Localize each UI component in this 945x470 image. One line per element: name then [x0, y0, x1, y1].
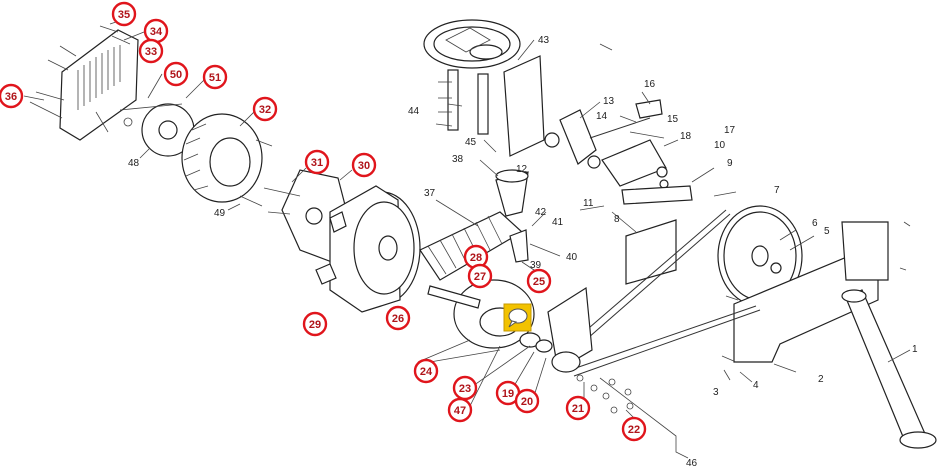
- label-41: 41: [552, 217, 564, 228]
- label-46: 46: [686, 458, 698, 469]
- svg-text:22: 22: [628, 424, 640, 436]
- label-40: 40: [566, 252, 578, 263]
- circled-callouts: 35 34 33 50 51 36 32 31 30 28 27 25 29 2…: [0, 1, 647, 442]
- label-43: 43: [538, 35, 550, 46]
- callout-23: 23: [452, 375, 478, 401]
- label-38: 38: [452, 154, 464, 165]
- svg-text:31: 31: [311, 157, 323, 169]
- label-37: 37: [424, 188, 436, 199]
- svg-text:19: 19: [502, 388, 514, 400]
- label-14: 14: [596, 111, 608, 122]
- callout-33: 33: [138, 38, 164, 64]
- svg-text:30: 30: [358, 160, 370, 172]
- label-2: 2: [818, 374, 824, 385]
- label-49: 49: [214, 208, 226, 219]
- label-8: 8: [614, 214, 620, 225]
- label-44: 44: [408, 106, 420, 117]
- fan-grille-cover: [59, 29, 139, 141]
- callout-30: 30: [351, 152, 377, 178]
- label-48: 48: [128, 158, 140, 169]
- outlet-tube: [845, 289, 927, 445]
- callout-26: 26: [385, 305, 411, 331]
- svg-text:27: 27: [474, 271, 486, 283]
- label-45: 45: [465, 137, 477, 148]
- svg-text:28: 28: [470, 252, 482, 264]
- label-11: 11: [583, 198, 594, 209]
- label-3: 3: [713, 387, 719, 398]
- highlight-marker[interactable]: [503, 303, 532, 332]
- callout-36: 36: [0, 83, 24, 109]
- label-15: 15: [667, 114, 679, 125]
- label-39: 39: [530, 260, 542, 271]
- callout-51: 51: [202, 64, 228, 90]
- svg-text:35: 35: [118, 9, 130, 21]
- svg-text:34: 34: [150, 26, 163, 38]
- label-4: 4: [753, 380, 759, 391]
- callout-22: 22: [621, 416, 647, 442]
- label-5: 5: [824, 226, 830, 237]
- plain-callouts: 43 44 45 13 16 14 15 18 17 10 9 38 12 11…: [128, 35, 918, 469]
- callout-25: 25: [526, 268, 552, 294]
- label-1: 1: [912, 344, 918, 355]
- svg-text:50: 50: [170, 69, 182, 81]
- callout-50: 50: [163, 61, 189, 87]
- svg-text:25: 25: [533, 276, 545, 288]
- callout-35: 35: [111, 1, 137, 27]
- svg-text:29: 29: [309, 319, 321, 331]
- callout-32: 32: [252, 96, 278, 122]
- callout-24: 24: [413, 358, 439, 384]
- svg-text:24: 24: [420, 366, 433, 378]
- label-9: 9: [727, 158, 733, 169]
- mechanical-drawing: [23, 15, 937, 459]
- svg-text:32: 32: [259, 104, 271, 116]
- label-6: 6: [812, 218, 818, 229]
- label-10: 10: [714, 140, 726, 151]
- label-13: 13: [603, 96, 615, 107]
- callout-29: 29: [302, 311, 328, 337]
- svg-text:21: 21: [572, 403, 584, 415]
- svg-text:26: 26: [392, 313, 404, 325]
- callout-20: 20: [514, 388, 540, 414]
- callout-21: 21: [565, 395, 591, 421]
- svg-text:33: 33: [145, 46, 157, 58]
- callout-31: 31: [304, 149, 330, 175]
- label-12: 12: [516, 164, 528, 175]
- callout-47: 47: [447, 397, 473, 423]
- label-7: 7: [774, 185, 780, 196]
- label-18: 18: [680, 131, 692, 142]
- svg-text:51: 51: [209, 72, 221, 84]
- svg-text:23: 23: [459, 383, 471, 395]
- callout-34: 34: [143, 18, 169, 44]
- svg-text:47: 47: [454, 405, 466, 417]
- label-17: 17: [724, 125, 736, 136]
- drive-belts: [567, 209, 761, 377]
- svg-text:36: 36: [5, 91, 17, 103]
- callout-27: 27: [467, 263, 493, 289]
- label-16: 16: [644, 79, 656, 90]
- svg-text:20: 20: [521, 396, 533, 408]
- label-42: 42: [535, 207, 547, 218]
- chat-bubble-icon: [508, 308, 528, 328]
